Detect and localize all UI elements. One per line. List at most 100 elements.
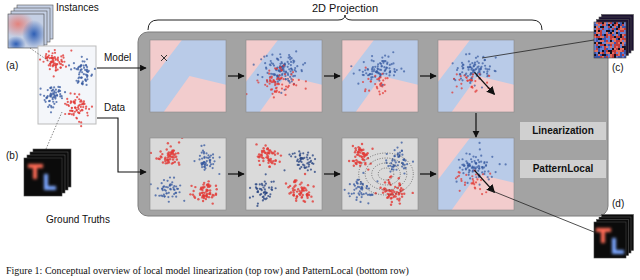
data-point bbox=[472, 167, 474, 169]
noise-pixel bbox=[602, 44, 604, 46]
data-point bbox=[274, 163, 276, 165]
data-point bbox=[299, 160, 301, 162]
projection-subpanel bbox=[342, 40, 418, 112]
data-point bbox=[76, 96, 78, 98]
data-point bbox=[385, 77, 387, 79]
data-point bbox=[474, 187, 476, 189]
noise-pixel bbox=[614, 30, 616, 32]
data-point bbox=[269, 165, 271, 167]
noise-pixel bbox=[618, 38, 620, 40]
data-point bbox=[49, 100, 51, 102]
scatter-frame bbox=[38, 46, 96, 124]
data-point bbox=[461, 71, 463, 73]
data-point bbox=[281, 68, 283, 70]
data-point bbox=[394, 71, 396, 73]
data-point bbox=[290, 155, 292, 157]
data-point bbox=[368, 90, 370, 92]
data-point bbox=[266, 81, 268, 83]
data-point bbox=[495, 56, 497, 58]
data-point bbox=[355, 162, 357, 164]
data-point bbox=[164, 156, 166, 158]
data-point bbox=[396, 191, 398, 193]
noise-pixel bbox=[616, 46, 618, 48]
data-point bbox=[81, 71, 83, 73]
data-point bbox=[401, 166, 403, 168]
data-point bbox=[364, 88, 366, 90]
noise-pixel bbox=[614, 34, 616, 36]
projection-subpanel bbox=[245, 40, 322, 112]
data-point bbox=[399, 202, 401, 204]
noise-pixel bbox=[612, 40, 614, 42]
data-point bbox=[478, 142, 480, 144]
data-point bbox=[53, 103, 55, 105]
data-point bbox=[301, 196, 303, 198]
data-point bbox=[348, 160, 350, 162]
data-point bbox=[475, 162, 477, 164]
data-point bbox=[384, 84, 386, 86]
data-point bbox=[462, 67, 464, 69]
noise-pixel bbox=[618, 52, 620, 54]
noise-pixel bbox=[596, 36, 598, 38]
data-point bbox=[481, 171, 483, 173]
data-point bbox=[257, 190, 259, 192]
data-point bbox=[366, 185, 368, 187]
data-point bbox=[219, 156, 221, 158]
data-point bbox=[358, 69, 360, 71]
noise-pixel bbox=[600, 40, 602, 42]
data-point bbox=[82, 82, 84, 84]
noise-pixel bbox=[604, 30, 606, 32]
data-point bbox=[473, 65, 475, 67]
image-ground bbox=[594, 22, 626, 58]
data-point bbox=[367, 78, 369, 80]
data-point bbox=[175, 196, 177, 198]
data-point bbox=[269, 83, 271, 85]
data-point bbox=[64, 91, 66, 93]
data-point bbox=[456, 73, 458, 75]
data-point bbox=[86, 74, 88, 76]
data-point bbox=[466, 77, 468, 79]
noise-pixel bbox=[618, 54, 620, 56]
data-point bbox=[255, 183, 257, 185]
data-point bbox=[359, 161, 361, 163]
region-pink bbox=[150, 40, 226, 112]
data-point bbox=[287, 61, 289, 63]
noise-pixel bbox=[602, 24, 604, 26]
noise-pixel bbox=[602, 46, 604, 48]
data-point bbox=[83, 61, 85, 63]
data-point bbox=[381, 65, 383, 67]
data-point bbox=[350, 65, 352, 67]
data-point bbox=[359, 190, 361, 192]
data-point bbox=[274, 84, 276, 86]
noise-pixel bbox=[618, 32, 620, 34]
data-point bbox=[70, 49, 72, 51]
noise-pixel bbox=[600, 46, 602, 48]
data-point bbox=[466, 182, 468, 184]
data-point bbox=[468, 169, 470, 171]
data-point bbox=[294, 69, 296, 71]
data-point bbox=[55, 89, 57, 91]
data-point bbox=[374, 75, 376, 77]
data-point bbox=[465, 174, 467, 176]
data-point bbox=[389, 71, 391, 73]
noise-pixel bbox=[606, 32, 608, 34]
data-point bbox=[256, 205, 258, 207]
data-point bbox=[45, 97, 47, 99]
data-point bbox=[56, 63, 58, 65]
data-point bbox=[394, 155, 396, 157]
data-point bbox=[75, 109, 77, 111]
data-point bbox=[305, 80, 307, 82]
data-point bbox=[200, 145, 202, 147]
data-point bbox=[82, 103, 84, 105]
image-content bbox=[24, 158, 62, 196]
data-point bbox=[280, 56, 282, 58]
data-point bbox=[362, 71, 364, 73]
noise-pixel bbox=[616, 30, 618, 32]
data-point bbox=[157, 187, 159, 189]
point-cluster bbox=[150, 176, 185, 202]
data-point bbox=[303, 166, 305, 168]
data-point bbox=[300, 157, 302, 159]
data-point bbox=[281, 69, 283, 71]
data-point bbox=[393, 191, 395, 193]
data-point bbox=[478, 165, 480, 167]
noise-pixel bbox=[610, 34, 612, 36]
